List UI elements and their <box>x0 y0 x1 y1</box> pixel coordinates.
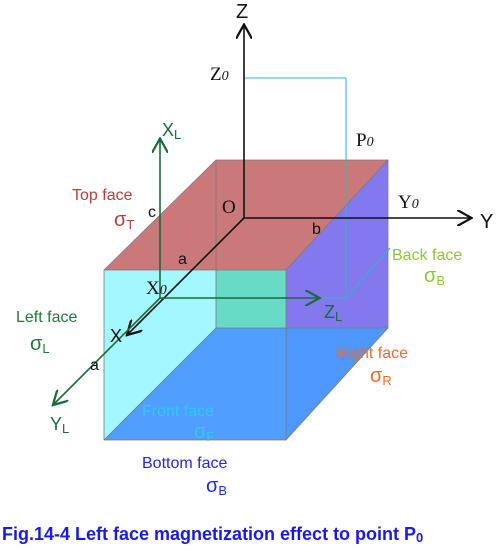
y0-label: Y0 <box>398 192 419 213</box>
front-face-label: Front face <box>142 403 214 420</box>
zl-axis-label: ZL <box>324 302 342 324</box>
z-axis-label: Z <box>236 1 248 23</box>
front-face-sigma: σF <box>194 421 214 444</box>
dim-b-label: b <box>312 221 321 238</box>
local-axes <box>54 140 318 404</box>
top-face <box>104 160 388 270</box>
right-face-label: Right face <box>336 345 408 362</box>
dim-a-top-label: a <box>178 251 187 268</box>
yl-axis-line <box>54 297 161 404</box>
top-face-label: Top face <box>72 187 133 204</box>
x-axis-label: X <box>110 326 122 346</box>
left-face-sigma: σL <box>30 333 50 356</box>
top-face-sigma: σT <box>114 209 134 232</box>
dim-a-left-label: a <box>90 357 99 374</box>
x0-label: X0 <box>146 278 167 299</box>
x-axis-line <box>128 217 245 334</box>
p0-label: P0 <box>356 130 374 151</box>
global-axes <box>128 26 470 334</box>
xl-axis-label: XL <box>162 120 181 142</box>
origin-label: O <box>222 197 236 218</box>
front-face-lower-tint <box>104 328 286 440</box>
dim-c-label: c <box>148 204 156 221</box>
z0-label: Z0 <box>210 64 229 85</box>
front-face-upper-tint <box>216 270 286 328</box>
y-axis-label: Y <box>480 211 493 233</box>
back-face-sigma: σB <box>424 265 445 288</box>
figure-caption: Fig.14-4 Left face magnetization effect … <box>2 524 423 545</box>
bottom-face-sigma: σB <box>206 475 227 498</box>
left-face-label: Left face <box>16 309 77 326</box>
yl-axis-label: YL <box>50 414 69 436</box>
back-face-label: Back face <box>392 247 462 264</box>
right-face-sigma: σR <box>370 365 392 388</box>
bottom-face-label: Bottom face <box>142 455 227 472</box>
